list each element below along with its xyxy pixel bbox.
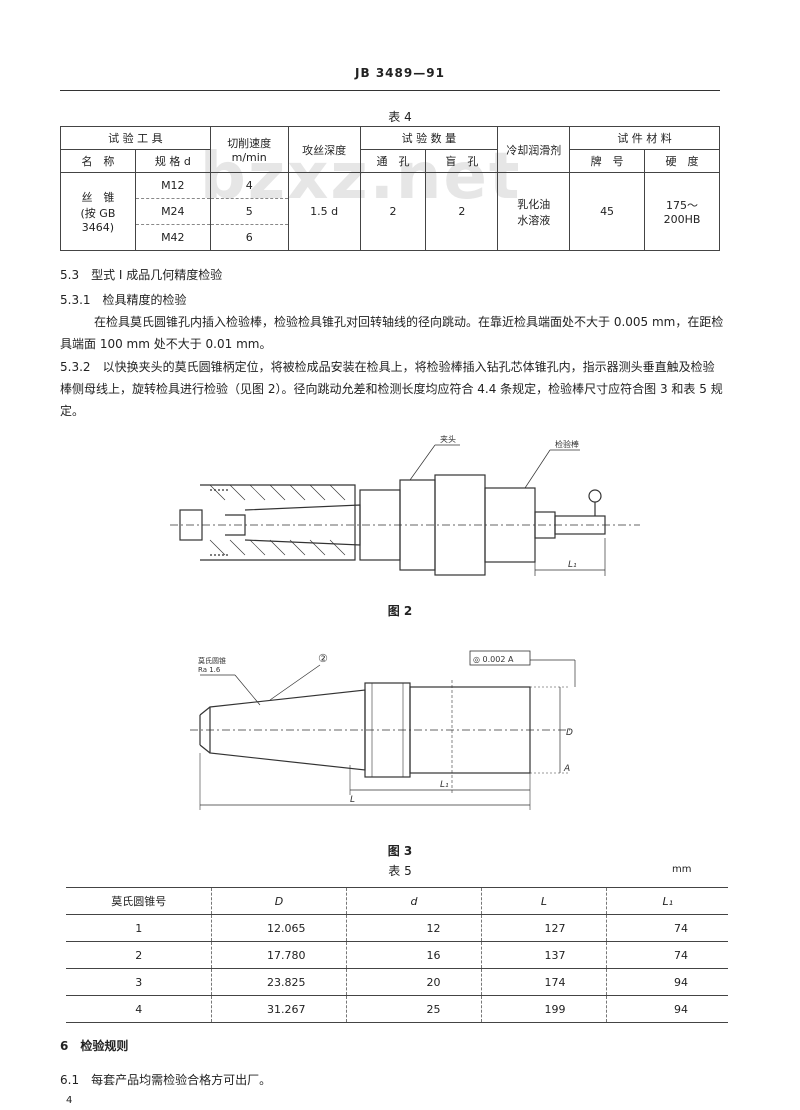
table5-th-d-upper: D xyxy=(210,887,346,915)
fig3-circle-number: ② xyxy=(318,652,328,665)
fig3-dim-d: D xyxy=(566,728,573,738)
table5-th-d-lower: d xyxy=(345,887,481,915)
figure-2-drawing: 夹头 检验棒 L₁ xyxy=(170,434,640,576)
table5-cell: 94 xyxy=(605,995,728,1023)
table5-cell: 3 xyxy=(66,968,211,996)
figure-3-drawing: ◎ 0.002 A 莫氏圆锥 Ra 1.6 ② L₁ L A D xyxy=(190,650,576,810)
section-5-3-2-text: 5.3.2 以快换夹头的莫氏圆锥柄定位，将被检成品安装在检具上，将检验棒插入钻孔… xyxy=(60,360,723,418)
th-test-count: 试 验 数 量 xyxy=(359,126,499,150)
fig2-dim-l1: L₁ xyxy=(568,560,577,570)
fig2-label-chuck: 夹头 xyxy=(440,434,456,444)
th-through-hole: 通 孔 xyxy=(359,149,427,173)
table5-cell: 23.825 xyxy=(210,968,346,996)
table-row: 4 31.267 25 199 94 xyxy=(66,995,728,1023)
table-row: 1 12.065 12 127 74 xyxy=(66,914,728,942)
table5-th-l1: L₁ xyxy=(605,887,728,915)
table4-title: 表 4 xyxy=(388,110,412,124)
table5-cell: 25 xyxy=(345,995,481,1023)
table5-title: 表 5 xyxy=(388,864,412,878)
th-material: 试 件 材 料 xyxy=(569,126,720,150)
th-blind-hole: 盲 孔 xyxy=(425,149,499,173)
figure-2-caption: 图 2 xyxy=(387,604,413,618)
table5-cell: 31.267 xyxy=(210,995,346,1023)
th-spec: 规 格 d xyxy=(134,149,211,173)
section-5-3-1: 5.3.1 检具精度的检验 xyxy=(60,293,187,307)
table5-cell: 94 xyxy=(605,968,728,996)
table5-cell: 20 xyxy=(345,968,481,996)
table5-cell: 12 xyxy=(345,914,481,942)
cell-blind-hole: 2 xyxy=(425,172,499,251)
fig3-datum: A xyxy=(563,764,570,774)
cell-grade: 45 xyxy=(569,172,645,251)
figure-3-caption: 图 3 xyxy=(387,844,413,858)
section-5-3-1-text: 在检具莫氏圆锥孔内插入检验棒，检验检具锥孔对回转轴线的径向跳动。在靠近检具端面处… xyxy=(60,315,724,351)
page-number: 4 xyxy=(66,1095,73,1106)
fig3-label-taper: 莫氏圆锥 xyxy=(198,656,226,665)
table5-cell: 2 xyxy=(66,941,211,969)
cell-hardness: 175～200HB xyxy=(644,172,720,251)
section-6-1: 6.1 每套产品均需检验合格方可出厂。 xyxy=(60,1073,272,1087)
cell-speeds: 4 5 6 xyxy=(209,172,289,251)
section-6-title: 6 检验规则 xyxy=(60,1039,129,1053)
th-name: 名 称 xyxy=(60,149,136,173)
table-row: 3 23.825 20 174 94 xyxy=(66,968,728,996)
table5: 莫氏圆锥号 D d L L₁ 1 12.065 12 127 74 2 17.7… xyxy=(66,887,728,1023)
table5-header-row: 莫氏圆锥号 D d L L₁ xyxy=(66,887,728,915)
table5-cell: 16 xyxy=(345,941,481,969)
fig3-tolerance-box: ◎ 0.002 A xyxy=(473,655,514,664)
table5-cell: 1 xyxy=(66,914,211,942)
table5-cell: 12.065 xyxy=(210,914,346,942)
fig2-label-test-bar: 检验棒 xyxy=(555,439,579,449)
th-test-tool: 试 验 工 具 xyxy=(60,126,211,150)
th-feed-depth: 攻丝深度 xyxy=(287,126,361,173)
cell-tool-name: 丝 锥(按 GB 3464) xyxy=(60,172,136,251)
table5-cell: 4 xyxy=(66,995,211,1023)
table5-cell: 74 xyxy=(605,941,728,969)
header-rule xyxy=(60,90,720,91)
table5-th-taper-no: 莫氏圆锥号 xyxy=(66,887,211,915)
cell-coolant: 乳化油水溶液 xyxy=(497,172,571,251)
table5-cell: 74 xyxy=(605,914,728,942)
table5-unit: mm xyxy=(672,864,692,875)
table5-cell: 127 xyxy=(480,914,606,942)
th-coolant: 冷却润滑剂 xyxy=(497,126,571,173)
th-hardness: 硬 度 xyxy=(644,149,720,173)
fig3-dim-l1: L₁ xyxy=(440,780,449,790)
cell-feed-depth: 1.5 d xyxy=(287,172,361,251)
section-5-3: 5.3 型式 I 成品几何精度检验 xyxy=(60,268,223,282)
cell-specs: M12 M24 M42 xyxy=(134,172,211,251)
table5-cell: 199 xyxy=(480,995,606,1023)
table5-cell: 174 xyxy=(480,968,606,996)
th-grade: 牌 号 xyxy=(569,149,645,173)
table5-cell: 137 xyxy=(480,941,606,969)
fig3-dim-l: L xyxy=(350,795,355,805)
fig3-label-ra: Ra 1.6 xyxy=(198,666,221,674)
table5-th-l: L xyxy=(480,887,606,915)
table5-cell: 17.780 xyxy=(210,941,346,969)
table-row: 2 17.780 16 137 74 xyxy=(66,941,728,969)
cell-through-hole: 2 xyxy=(359,172,427,251)
standard-code: JB 3489—91 xyxy=(355,66,445,80)
